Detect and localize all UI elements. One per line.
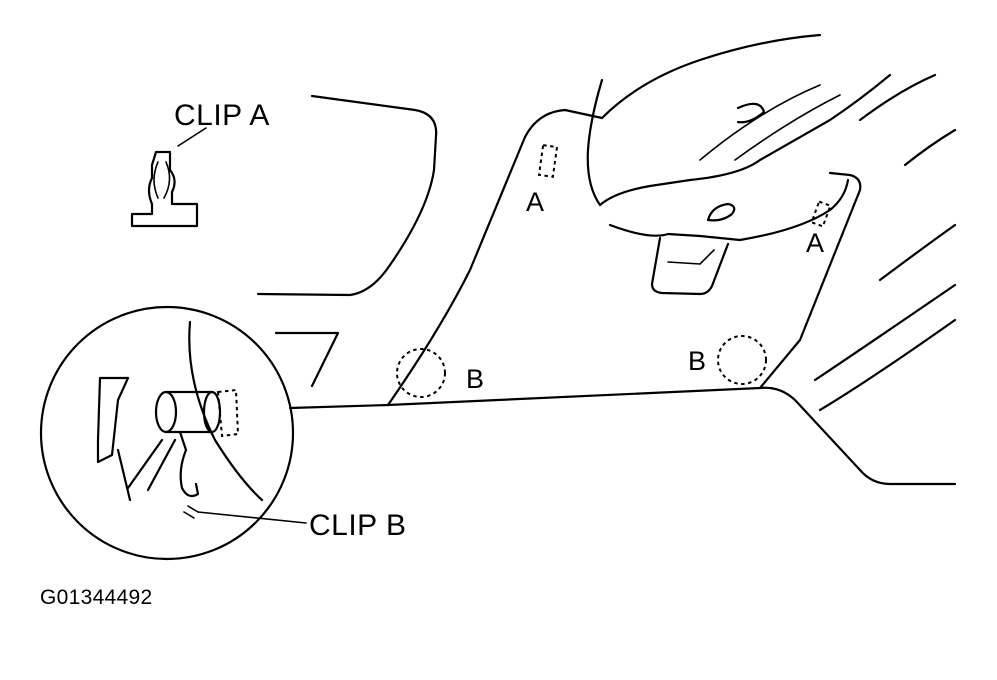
body-contour-4 — [903, 128, 957, 167]
panel-right-edge — [758, 171, 862, 390]
shelf-hole — [706, 202, 736, 222]
clip-b-marker-label-left: B — [466, 364, 485, 394]
seatbelt-tongue-inner — [667, 249, 715, 265]
clip-b-marker-label-right: B — [688, 346, 707, 376]
figure-code: G01344492 — [40, 586, 153, 609]
clip-b-location-right — [717, 335, 767, 385]
body-contour-3 — [858, 73, 937, 122]
seatbelt-guide-inner — [608, 178, 850, 242]
panel-bottom-edge — [288, 386, 957, 486]
shelf-notch — [736, 102, 766, 124]
trim-panel-outline — [386, 78, 604, 407]
clip-a-label: CLIP A — [174, 99, 270, 132]
body-contour-1 — [699, 84, 821, 161]
detail-circle — [39, 305, 295, 561]
shelf-upper-shape — [600, 33, 822, 120]
clip-a-marker-label-right: A — [806, 228, 825, 258]
body-contour-7 — [813, 283, 957, 382]
vent-outline — [274, 331, 340, 388]
body-contour-2 — [734, 94, 841, 161]
seatbelt-guide-outer — [598, 73, 892, 207]
clip-b-label: CLIP B — [309, 509, 407, 542]
clip-a-location-right — [810, 200, 832, 228]
body-contour-5 — [878, 223, 957, 282]
window-glass-outline — [256, 94, 438, 297]
clip-b-detail — [96, 320, 307, 524]
clip-a-marker-label-left: A — [526, 187, 545, 217]
clip-b-location-left — [396, 348, 446, 398]
seatbelt-tongue — [650, 236, 730, 296]
body-contour-6 — [818, 318, 957, 412]
clip-a-location-left — [537, 144, 559, 178]
clip-a-illustration — [130, 127, 207, 228]
